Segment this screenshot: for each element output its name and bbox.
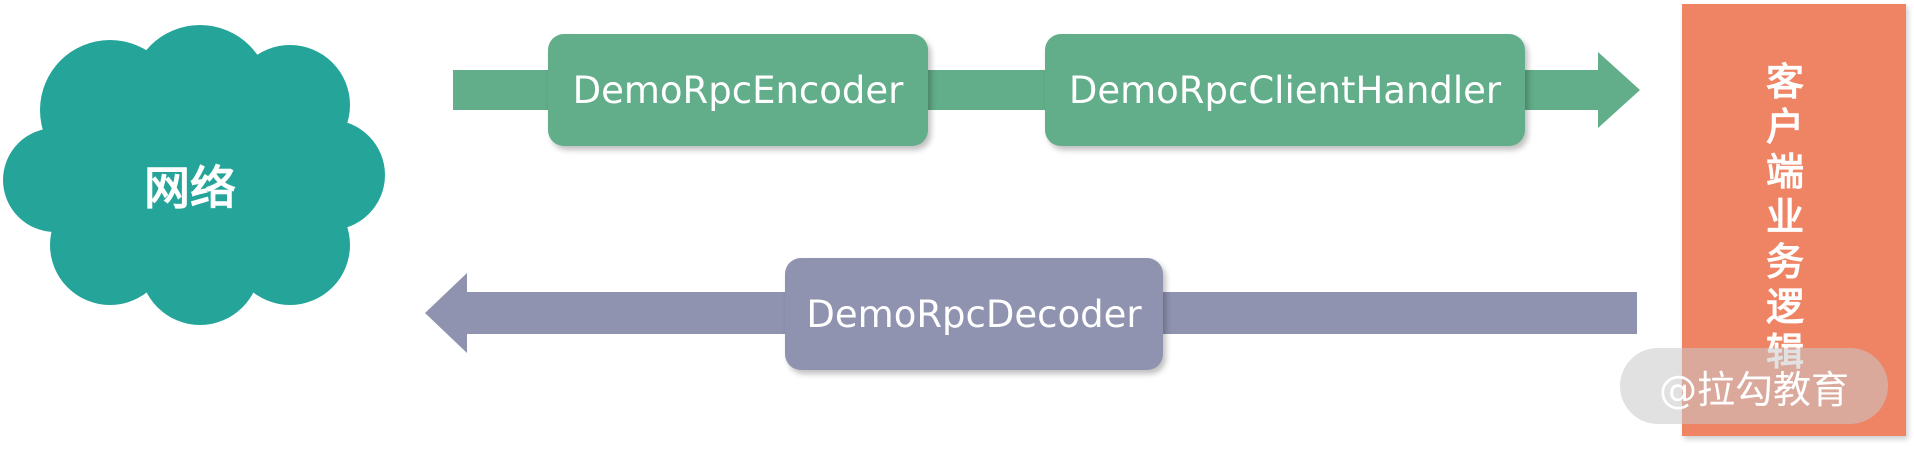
network-label: 网络 [144,161,236,215]
client-handler-box: DemoRpcClientHandler [1045,34,1525,146]
watermark: @拉勾教育 [1620,348,1888,424]
client-logic-label: 客户端业务逻辑 [1765,60,1804,374]
encoder-box: DemoRpcEncoder [548,34,928,146]
network-cloud-icon [3,25,385,325]
decoder-box: DemoRpcDecoder [785,258,1163,370]
